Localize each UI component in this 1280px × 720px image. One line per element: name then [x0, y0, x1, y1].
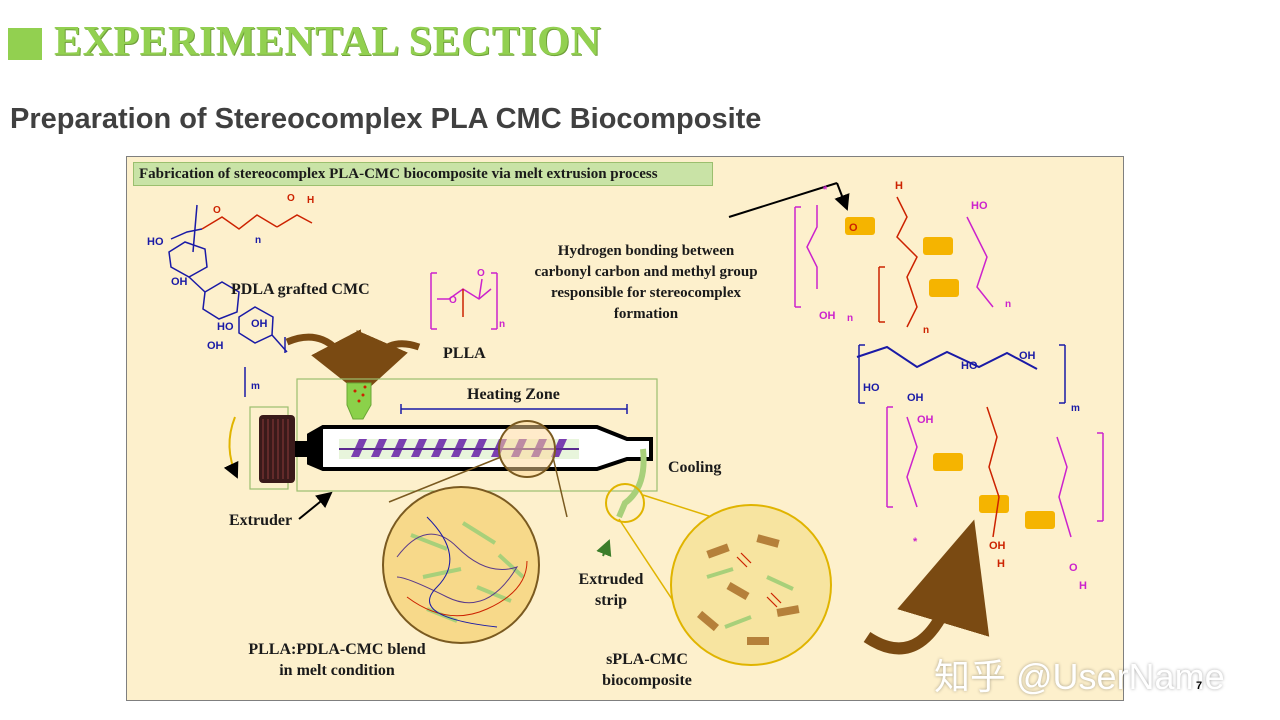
blend-label-line2: in melt condition [279, 662, 395, 679]
figure-banner: Fabrication of stereocomplex PLA-CMC bio… [133, 162, 713, 186]
stereocomplex-structure: O H HO OH * n n n m HO OH HO OH OH OH H … [794, 180, 1104, 592]
h-label: H [1079, 580, 1087, 592]
hbond-pointer-line [728, 182, 838, 218]
m-subscript: m [251, 381, 260, 392]
spla-cmc-label-line1: sPLA-CMC [606, 651, 688, 668]
h-label: H [895, 180, 903, 192]
plla-input-arrow [356, 330, 421, 400]
hbond-text-line2: carbonyl carbon and methyl group [534, 264, 758, 280]
n-subscript: n [499, 319, 505, 330]
extruder-pointer-arrow [298, 491, 333, 520]
h-label: H [307, 195, 314, 206]
plla-structure: O O n [430, 268, 505, 330]
title-accent-block [8, 28, 42, 60]
extruded-strip-label-line1: Extruded [578, 571, 644, 588]
pdla-grafted-cmc-structure: HO OH OH OH HO m n O O H [147, 193, 314, 397]
spla-cmc-label-line2: biocomposite [602, 672, 692, 689]
o-label: O [287, 193, 295, 204]
hbond-text-line4: formation [613, 306, 679, 322]
star-label: * [823, 184, 828, 196]
watermark-text: 知乎 @UserName [934, 656, 1225, 697]
oh-label: HO [147, 236, 164, 248]
spla-zoom-callout [618, 494, 832, 666]
o-label: O [213, 205, 221, 216]
n-subscript: n [1005, 299, 1011, 310]
oh-label: OH [207, 340, 224, 352]
figure-drawing: HO OH OH OH HO m n O O H O O n [147, 180, 1104, 666]
pdla-input-arrow [285, 329, 366, 398]
heating-zone-label: Heating Zone [467, 386, 560, 403]
blend-zoom-callout [382, 456, 568, 644]
star-label: * [913, 536, 918, 548]
oh-label: OH [1019, 350, 1036, 362]
cooling-label: Cooling [668, 459, 722, 476]
extruded-strip-label-line2: strip [595, 592, 627, 609]
o-label: O [1069, 562, 1078, 574]
oh-label: OH [917, 414, 934, 426]
hbond-text-line3: responsible for stereocomplex [551, 285, 741, 301]
oh-label: OH [907, 392, 924, 404]
plla-label: PLLA [443, 345, 486, 362]
ho-label: HO [961, 360, 978, 372]
n-subscript: n [847, 313, 853, 324]
ho-label: HO [863, 382, 880, 394]
o-label: O [849, 222, 858, 234]
extruder-label: Extruder [229, 512, 293, 529]
oh-label: OH [251, 318, 268, 330]
pdla-grafted-cmc-label: PDLA grafted CMC [231, 281, 370, 298]
hbond-text-line1: Hydrogen bonding between [557, 243, 735, 259]
oh-label: OH [171, 276, 188, 288]
product-arrow [863, 519, 990, 655]
o-label: O [449, 295, 457, 306]
ho-label: HO [217, 321, 234, 333]
extruder-assembly [223, 378, 658, 557]
ho-label: HO [971, 200, 988, 212]
n-subscript: n [923, 325, 929, 336]
blend-label-line1: PLLA:PDLA-CMC blend [248, 641, 426, 658]
slide-title: EXPERIMENTAL SECTION [54, 19, 602, 65]
slide-subtitle: Preparation of Stereocomplex PLA CMC Bio… [10, 103, 762, 135]
fabrication-figure: Fabrication of stereocomplex PLA-CMC bio… [126, 156, 1124, 701]
m-subscript: m [1071, 403, 1080, 414]
oh-label: OH [819, 310, 836, 322]
page-number: 7 [1196, 680, 1203, 692]
n-subscript: n [255, 235, 261, 246]
hbond-pointer-arrow [834, 182, 850, 211]
oh-label: OH [989, 540, 1006, 552]
h-label: H [997, 558, 1005, 570]
o-label: O [477, 268, 485, 279]
